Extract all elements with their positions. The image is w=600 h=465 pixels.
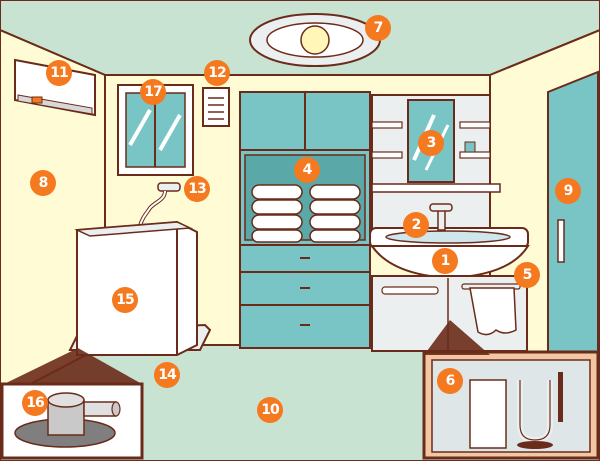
callout-badge-mirror: 3 <box>418 130 444 156</box>
washing-machine <box>74 220 198 356</box>
callout-badge-ventilation-fan: 12 <box>204 60 230 86</box>
towels <box>251 184 361 243</box>
callout-badge-washer-pan: 14 <box>154 362 180 388</box>
callout-badge-door: 9 <box>555 178 581 204</box>
ventilation-fan <box>202 87 230 127</box>
inset-pointer-right <box>424 320 490 355</box>
callout-badge-towel-shelf: 4 <box>294 157 320 183</box>
faucet <box>429 203 453 231</box>
callout-badge-faucet: 2 <box>403 212 429 238</box>
callout-badge-washer-faucet: 13 <box>184 176 210 202</box>
callout-badge-sink: 1 <box>432 248 458 274</box>
callout-badge-window: 17 <box>140 79 166 105</box>
callout-badge-ceiling-light: 7 <box>365 15 391 41</box>
air-conditioner <box>14 58 96 117</box>
towel-bar <box>461 283 521 336</box>
callout-badge-air-conditioner: 11 <box>46 60 72 86</box>
callout-badge-under-sink: 6 <box>437 368 463 394</box>
inset-pointer-left <box>4 348 142 384</box>
callout-badge-wall: 8 <box>30 170 56 196</box>
callout-badge-towel-bar: 5 <box>514 262 540 288</box>
washer-faucet <box>138 182 181 227</box>
door <box>547 70 599 374</box>
callout-badge-washing-machine: 15 <box>112 287 138 313</box>
callout-badge-floor: 10 <box>257 397 283 423</box>
ceiling-light <box>249 13 381 67</box>
callout-badge-floor-drain: 16 <box>22 390 48 416</box>
